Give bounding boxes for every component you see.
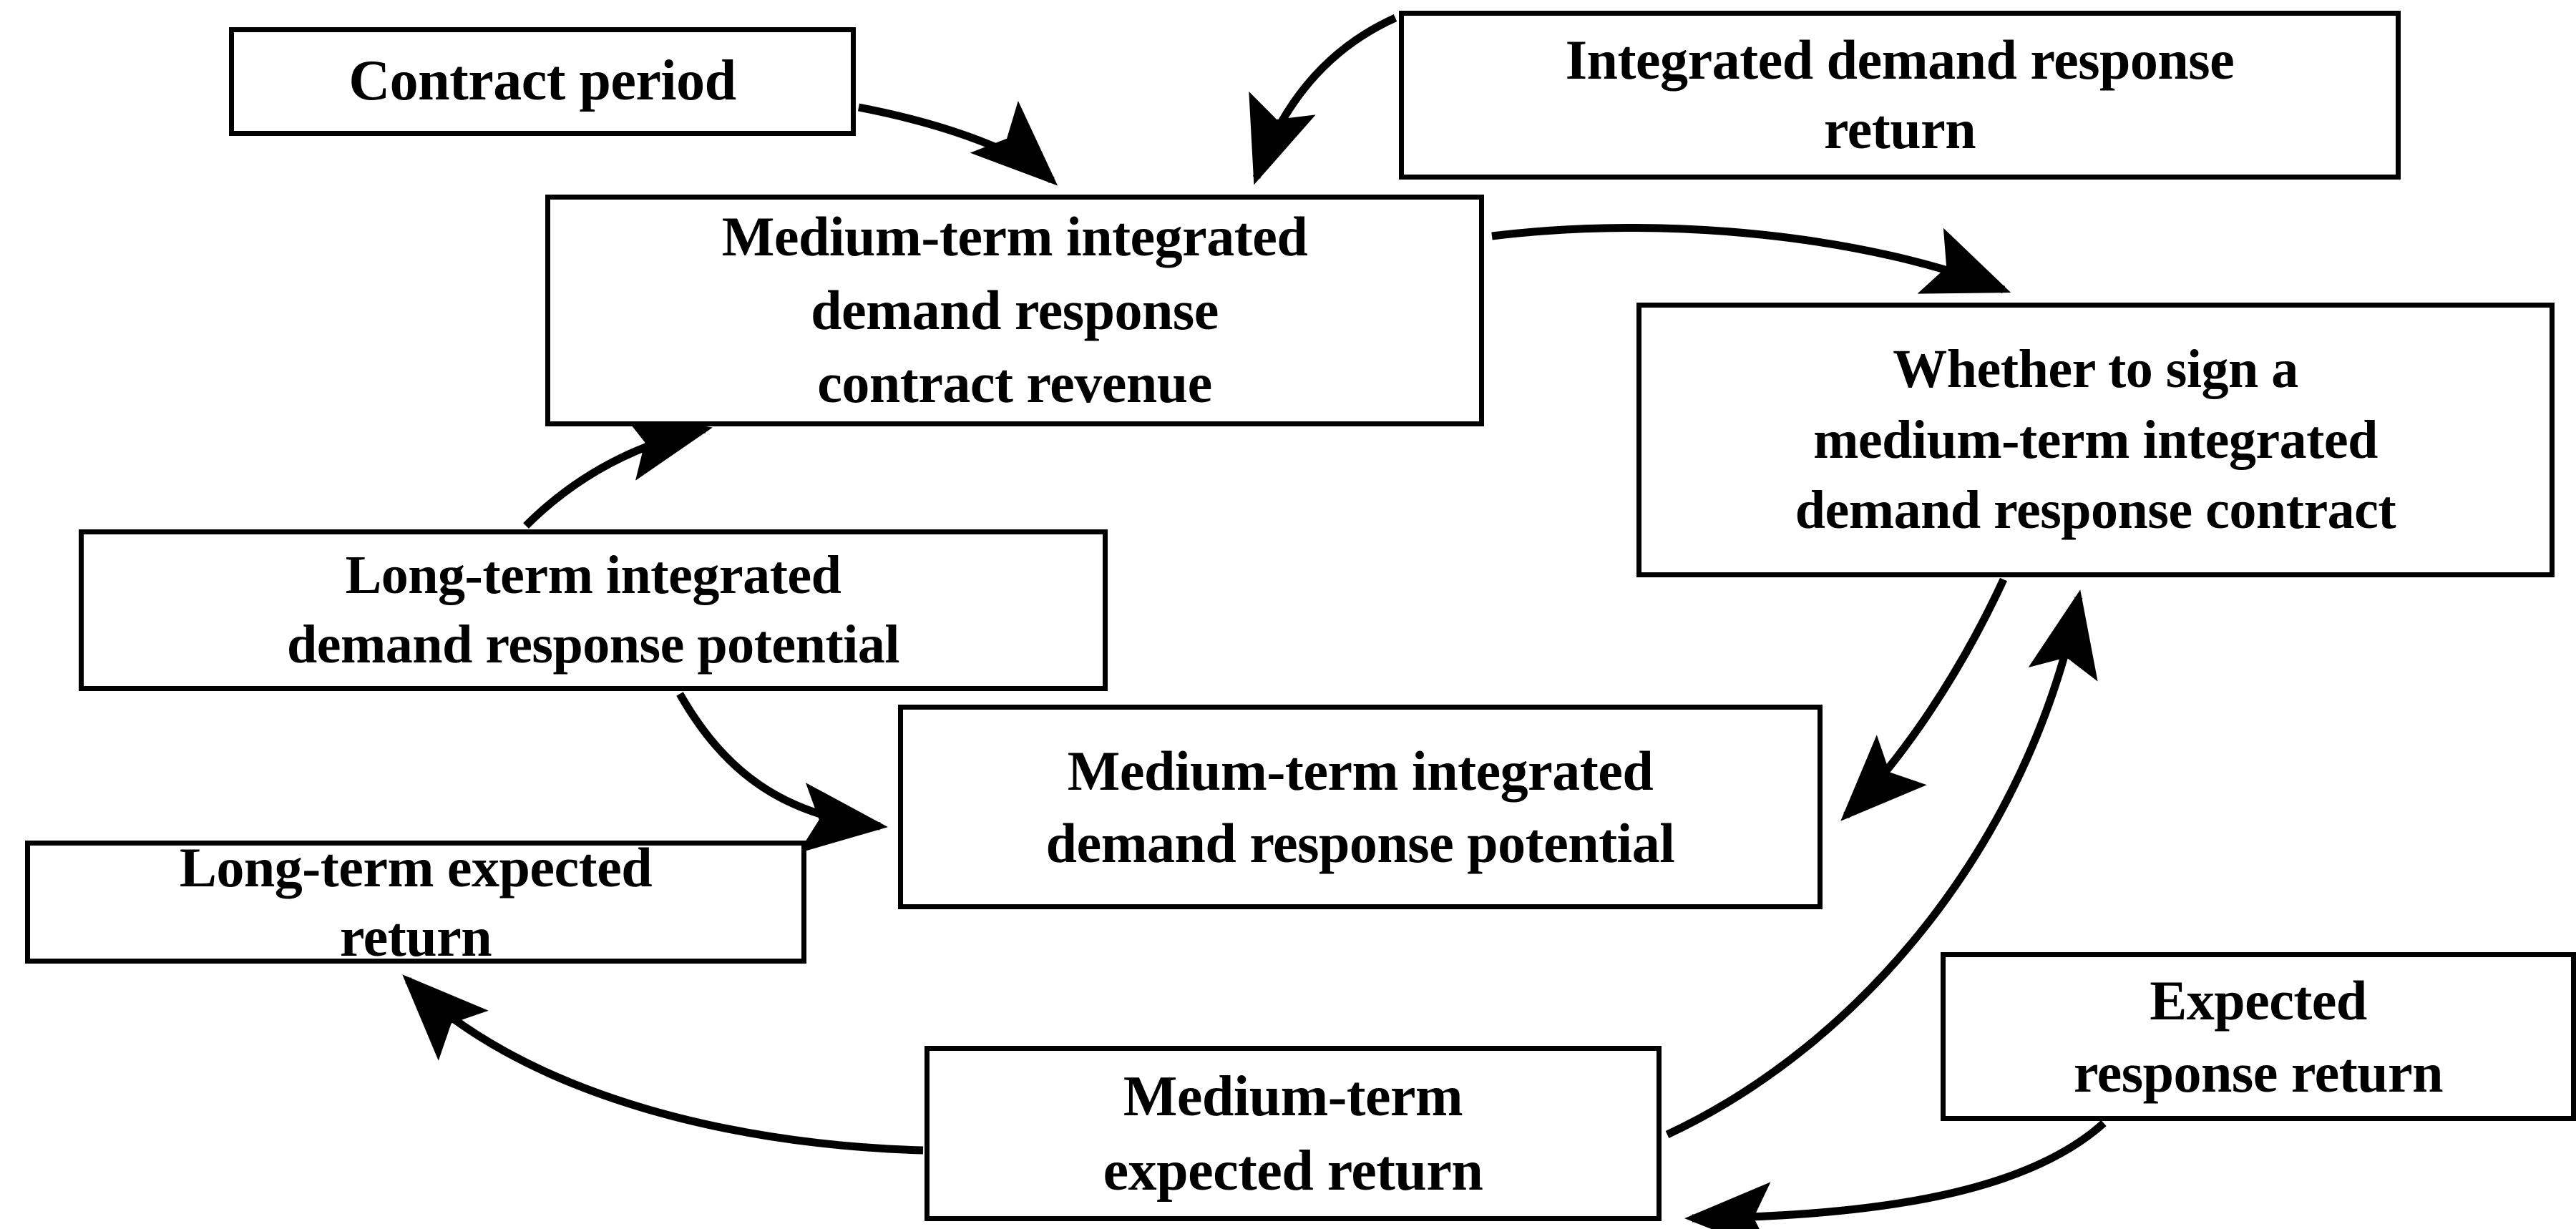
node-integrated-demand-response-return[interactable]: Integrated demand response return (1399, 11, 2401, 180)
node-expected-response-return[interactable]: Expected response return (1941, 952, 2576, 1121)
edge-lt-potential-to-mt-potential (676, 692, 888, 853)
node-label: Integrated demand response return (1565, 29, 2235, 160)
edge-whether-sign-to-mt-potential (1840, 577, 2007, 821)
node-whether-to-sign-contract[interactable]: Whether to sign a medium-term integrated… (1636, 303, 2555, 577)
edge-lt-potential-to-mt-revenue (523, 411, 713, 529)
edge-mt-expected-return-to-lt-expected-return (402, 974, 924, 1155)
edge-mt-revenue-to-whether-sign (1491, 224, 2011, 294)
node-label: Long-term integrated demand response pot… (287, 544, 899, 675)
node-label: Long-term expected return (179, 836, 653, 969)
node-medium-term-potential[interactable]: Medium-term integrated demand response p… (898, 705, 1823, 909)
node-medium-term-expected-return[interactable]: Medium-term expected return (924, 1046, 1662, 1221)
node-long-term-potential[interactable]: Long-term integrated demand response pot… (79, 529, 1108, 691)
node-medium-term-contract-revenue[interactable]: Medium-term integrated demand response c… (545, 195, 1484, 426)
node-label: Medium-term integrated demand response c… (721, 205, 1308, 415)
node-label: Medium-term expected return (1103, 1064, 1483, 1203)
edge-integrated-return-to-mt-revenue (1249, 14, 1397, 185)
node-label: Whether to sign a medium-term integrated… (1795, 338, 2396, 541)
node-contract-period[interactable]: Contract period (229, 27, 856, 136)
edge-contract-period-to-mt-revenue (857, 101, 1058, 186)
node-label: Medium-term integrated demand response p… (1045, 739, 1675, 874)
node-long-term-expected-return[interactable]: Long-term expected return (25, 836, 806, 968)
node-label: Contract period (348, 49, 736, 113)
edge-expected-response-return-to-mt-expected-return (1684, 1120, 2107, 1229)
node-label: Expected response return (2073, 969, 2444, 1104)
